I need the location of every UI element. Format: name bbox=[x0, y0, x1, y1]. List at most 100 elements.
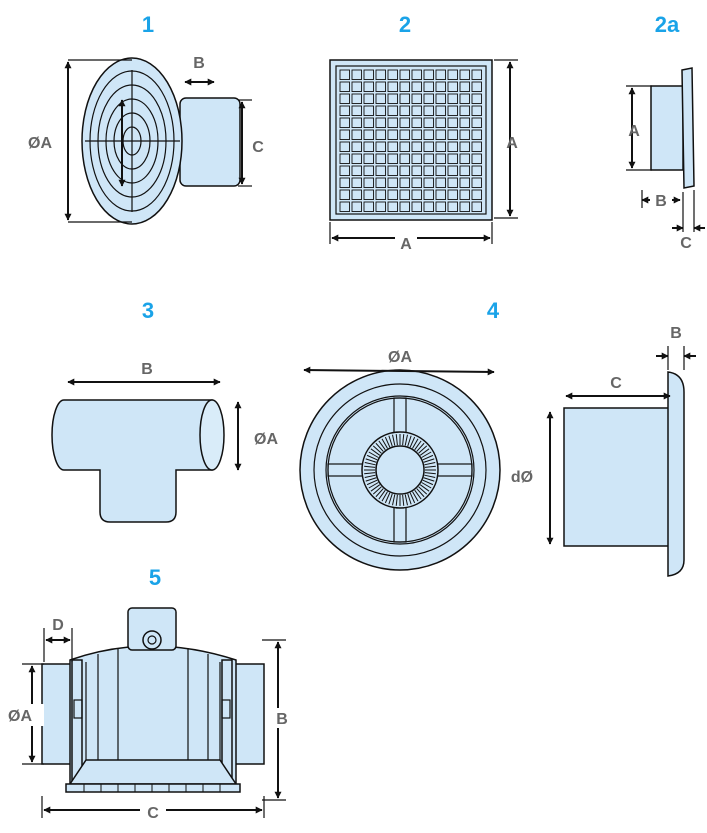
grille-cell bbox=[399, 153, 410, 164]
grille-cell bbox=[471, 141, 482, 152]
hub-tick bbox=[412, 491, 419, 502]
grille-cell bbox=[351, 129, 362, 140]
grille-cell bbox=[471, 129, 482, 140]
grille-cell bbox=[351, 81, 362, 92]
grille-cell bbox=[411, 177, 422, 188]
grille-cell bbox=[339, 93, 350, 104]
grille-cell bbox=[387, 177, 398, 188]
grille-cell bbox=[471, 93, 482, 104]
hub-tick bbox=[364, 462, 376, 466]
diagram-5-label-D: D bbox=[52, 617, 64, 634]
grille-cell bbox=[339, 105, 350, 116]
grille-cell bbox=[351, 141, 362, 152]
diagram-2-label-A-side: A bbox=[506, 135, 518, 152]
diagram-4-round-vent: ØA B C dØ bbox=[299, 325, 696, 577]
grille-cell bbox=[447, 201, 458, 212]
hub-tick bbox=[424, 462, 436, 466]
grille-cell bbox=[411, 81, 422, 92]
fan-mounting-base bbox=[65, 783, 241, 793]
grille-cell bbox=[351, 201, 362, 212]
grille-cell bbox=[459, 69, 470, 80]
grille-cell bbox=[375, 81, 386, 92]
hub-tick bbox=[407, 493, 412, 505]
square-grille-cells bbox=[339, 69, 482, 212]
grille-cell bbox=[459, 177, 470, 188]
diagram-3-label-B: B bbox=[141, 361, 153, 378]
grille-cell bbox=[339, 81, 350, 92]
grille-cell bbox=[375, 189, 386, 200]
hub-tick bbox=[368, 482, 379, 489]
hub-tick bbox=[409, 436, 416, 448]
grille-cell bbox=[387, 69, 398, 80]
grille-cell bbox=[411, 117, 422, 128]
grille-cell bbox=[399, 93, 410, 104]
grille-cell bbox=[459, 165, 470, 176]
grille-cell bbox=[375, 153, 386, 164]
grille-cell bbox=[423, 69, 434, 80]
grille-cell bbox=[375, 141, 386, 152]
grille-cell bbox=[423, 93, 434, 104]
hub-tick bbox=[378, 489, 386, 500]
diagram-number-2a: 2a bbox=[655, 12, 680, 37]
grille-cell bbox=[423, 129, 434, 140]
grille-cell bbox=[387, 129, 398, 140]
grille-cell bbox=[387, 201, 398, 212]
grille-cell bbox=[411, 105, 422, 116]
hub-tick bbox=[404, 494, 408, 506]
grille-cell bbox=[339, 165, 350, 176]
grille-cell bbox=[351, 153, 362, 164]
hub-tick bbox=[384, 492, 391, 504]
grille-cell bbox=[399, 105, 410, 116]
hub-tick bbox=[407, 435, 412, 447]
hub-tick bbox=[370, 484, 381, 492]
grille-cell bbox=[375, 105, 386, 116]
hub-tick bbox=[365, 477, 377, 482]
grille-cell bbox=[423, 201, 434, 212]
grille-cell bbox=[447, 165, 458, 176]
grille-cell bbox=[423, 105, 434, 116]
hub-tick bbox=[419, 448, 430, 456]
grille-cell bbox=[411, 129, 422, 140]
diagram-4-label-B: B bbox=[670, 325, 682, 342]
hub-tick bbox=[395, 434, 398, 446]
grille-cell bbox=[447, 177, 458, 188]
grille-cell bbox=[363, 105, 374, 116]
grille-cell bbox=[387, 189, 398, 200]
hub-tick bbox=[372, 486, 382, 495]
grille-cell bbox=[435, 153, 446, 164]
grille-cell bbox=[447, 189, 458, 200]
hub-tick bbox=[366, 479, 378, 486]
grille-cell bbox=[435, 105, 446, 116]
grille-cell bbox=[351, 93, 362, 104]
grille-cell bbox=[351, 189, 362, 200]
hub-tick bbox=[424, 472, 436, 475]
grille-cell bbox=[423, 177, 434, 188]
grille-cell bbox=[399, 117, 410, 128]
hub-tick bbox=[412, 438, 419, 449]
hub-tick bbox=[392, 434, 396, 446]
grille-cell bbox=[447, 105, 458, 116]
diagram-2a-label-A: A bbox=[628, 123, 640, 140]
fan-left-spigot bbox=[41, 663, 73, 765]
fan-right-spigot bbox=[233, 663, 265, 765]
grille-cell bbox=[471, 105, 482, 116]
hub-tick bbox=[418, 445, 428, 454]
grille-cell bbox=[459, 129, 470, 140]
hub-tick bbox=[422, 479, 434, 486]
vent-side-body bbox=[563, 407, 672, 547]
grille-cell bbox=[471, 201, 482, 212]
grille-cell bbox=[411, 201, 422, 212]
grille-cell bbox=[411, 189, 422, 200]
diagram-5-label-B: B bbox=[276, 711, 288, 728]
hub-tick bbox=[423, 477, 435, 482]
grille-cell bbox=[387, 105, 398, 116]
grille-cell bbox=[459, 105, 470, 116]
grille-cell bbox=[435, 81, 446, 92]
grille-cell bbox=[339, 69, 350, 80]
grille-cell bbox=[351, 177, 362, 188]
diagram-5-label-C: C bbox=[147, 805, 159, 822]
hub-tick bbox=[424, 465, 436, 468]
grille-cell bbox=[435, 189, 446, 200]
diagram-number-2: 2 bbox=[399, 12, 411, 37]
diagram-2-label-A-bottom: A bbox=[400, 236, 412, 253]
